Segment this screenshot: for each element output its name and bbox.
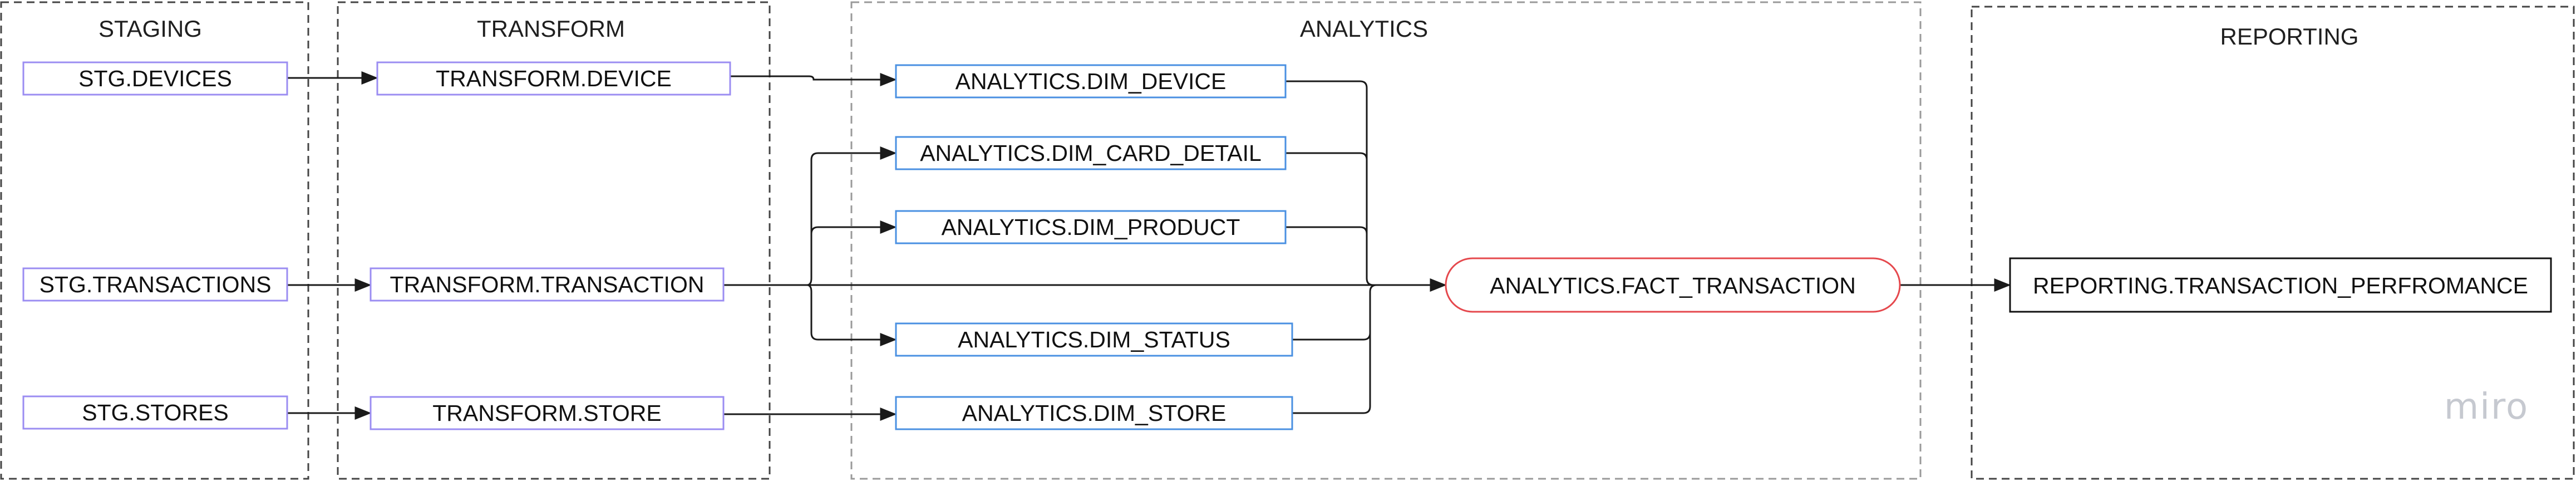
group-analytics-frame	[850, 1, 1922, 480]
node-reporting-box	[2009, 257, 2552, 313]
node-transform-device[interactable]: TRANSFORM.DEVICE	[376, 61, 731, 96]
node-stg-stores[interactable]: STG.STORES	[22, 395, 288, 430]
node-dim-store-box	[895, 396, 1293, 430]
node-dim-card-detail-label: ANALYTICS.DIM_CARD_DETAIL	[920, 140, 1262, 166]
node-stg-devices[interactable]: STG.DEVICES	[22, 61, 288, 96]
node-dim-product[interactable]: ANALYTICS.DIM_PRODUCT	[895, 210, 1287, 244]
edge-dim-product-to-fact-transaction	[1285, 226, 1368, 278]
node-dim-status[interactable]: ANALYTICS.DIM_STATUS	[895, 322, 1293, 357]
node-stg-stores-label: STG.STORES	[82, 400, 229, 425]
node-transform-store-box	[370, 396, 725, 430]
group-transform-frame	[337, 1, 771, 480]
node-transform-transaction-box	[370, 267, 725, 302]
node-stg-devices-box	[22, 61, 288, 96]
node-dim-card-detail-box	[895, 136, 1287, 170]
node-reporting-transaction-performance[interactable]: REPORTING.TRANSACTION_PERFROMANCE	[2009, 257, 2552, 313]
node-dim-device[interactable]: ANALYTICS.DIM_DEVICE	[895, 64, 1287, 99]
node-fact-transaction-box	[1445, 257, 1901, 313]
group-staging-frame	[0, 1, 309, 480]
node-stg-devices-label: STG.DEVICES	[78, 66, 232, 91]
edge-transform-transaction-to-dim-status	[806, 284, 897, 346]
group-staging-title: STAGING	[98, 16, 202, 42]
edge-transform-transaction-to-dim-product	[810, 220, 897, 234]
edge-dim-status-to-fact-transaction	[1292, 284, 1377, 341]
edges	[287, 71, 2011, 421]
node-dim-status-label: ANALYTICS.DIM_STATUS	[958, 327, 1230, 352]
node-stg-transactions[interactable]: STG.TRANSACTIONS	[22, 267, 288, 302]
node-fact-transaction-label: ANALYTICS.FACT_TRANSACTION	[1490, 273, 1856, 298]
group-reporting: REPORTING	[1971, 6, 2575, 480]
group-analytics: ANALYTICS	[850, 1, 1922, 480]
node-transform-device-label: TRANSFORM.DEVICE	[436, 66, 672, 91]
group-analytics-title: ANALYTICS	[1300, 16, 1428, 42]
node-dim-product-label: ANALYTICS.DIM_PRODUCT	[942, 214, 1240, 240]
miro-watermark: miro	[2444, 386, 2529, 428]
node-transform-store-label: TRANSFORM.STORE	[432, 400, 662, 426]
edge-transform-device-to-dim-device	[730, 73, 897, 86]
edge-dim-store-to-fact-transaction	[1292, 292, 1371, 414]
nodes: STG.DEVICES STG.TRANSACTIONS STG.STORES …	[22, 61, 2552, 430]
node-transform-transaction[interactable]: TRANSFORM.TRANSACTION	[370, 267, 725, 302]
group-transform: TRANSFORM	[337, 1, 771, 480]
node-transform-transaction-label: TRANSFORM.TRANSACTION	[390, 272, 705, 297]
node-dim-status-box	[895, 322, 1293, 357]
node-reporting-label: REPORTING.TRANSACTION_PERFROMANCE	[2033, 273, 2528, 298]
edge-transform-transaction-to-dim-card-detail	[806, 146, 897, 286]
group-staging: STAGING	[0, 1, 309, 480]
node-stg-transactions-box	[22, 267, 288, 302]
node-fact-transaction[interactable]: ANALYTICS.FACT_TRANSACTION	[1445, 257, 1901, 313]
node-dim-product-box	[895, 210, 1287, 244]
node-dim-store[interactable]: ANALYTICS.DIM_STORE	[895, 396, 1293, 430]
edge-dim-device-to-fact-transaction	[1285, 80, 1447, 292]
node-dim-store-label: ANALYTICS.DIM_STORE	[962, 400, 1227, 426]
node-dim-device-label: ANALYTICS.DIM_DEVICE	[955, 68, 1227, 94]
edge-dim-card-detail-to-fact-transaction	[1285, 152, 1368, 278]
node-transform-store[interactable]: TRANSFORM.STORE	[370, 396, 725, 430]
node-dim-device-box	[895, 64, 1287, 99]
group-reporting-title: REPORTING	[2220, 23, 2359, 50]
node-stg-stores-box	[22, 395, 288, 430]
group-transform-title: TRANSFORM	[477, 16, 625, 42]
node-stg-transactions-label: STG.TRANSACTIONS	[40, 272, 272, 297]
node-transform-device-box	[376, 61, 731, 96]
node-dim-card-detail[interactable]: ANALYTICS.DIM_CARD_DETAIL	[895, 136, 1287, 170]
group-reporting-frame	[1971, 6, 2575, 480]
